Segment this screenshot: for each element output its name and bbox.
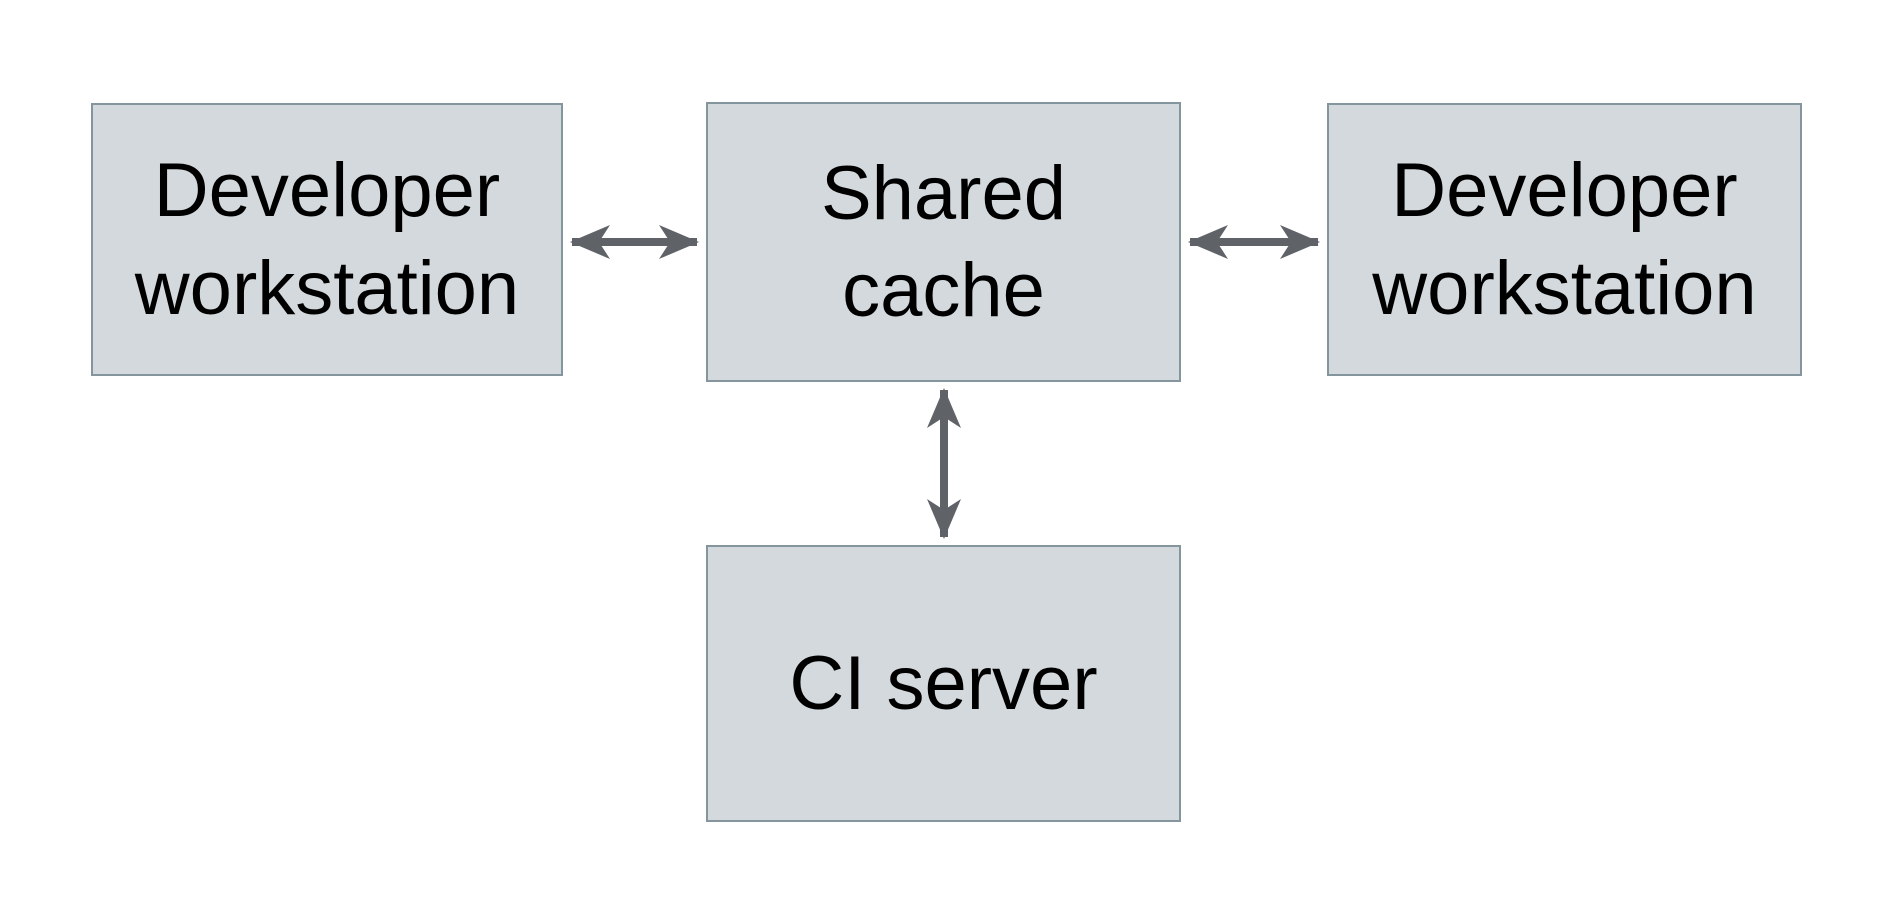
node-label-shared-cache: Shared cache — [820, 150, 1067, 333]
node-developer-workstation-right: Developer workstation — [1327, 103, 1802, 376]
node-ci-server: CI server — [706, 545, 1181, 822]
node-label-ci-server: CI server — [789, 640, 1098, 726]
node-label-developer-workstation-right: Developer workstation — [1372, 148, 1757, 331]
node-shared-cache: Shared cache — [706, 102, 1181, 382]
node-label-developer-workstation-left: Developer workstation — [134, 148, 520, 331]
node-developer-workstation-left: Developer workstation — [91, 103, 563, 376]
